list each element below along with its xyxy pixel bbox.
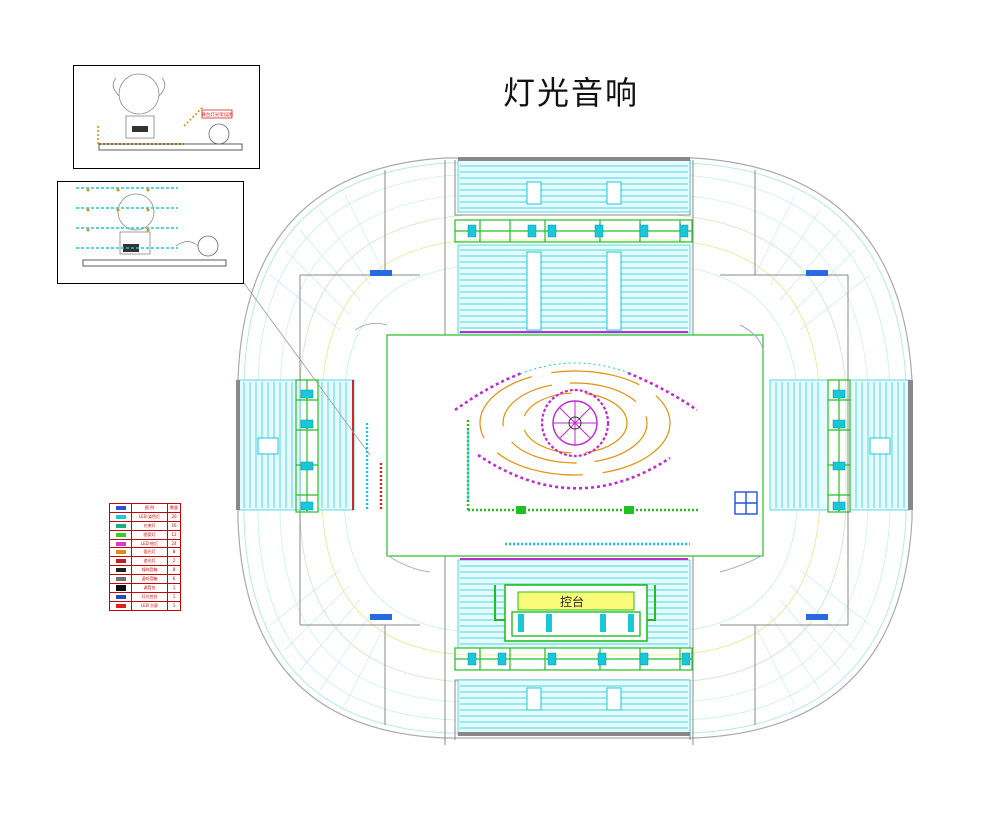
south-magenta-line bbox=[460, 558, 688, 560]
legend-text: 线阵音箱 bbox=[132, 566, 168, 575]
stage-fixtures bbox=[516, 506, 634, 514]
legend-row: 面光灯 8 bbox=[110, 548, 180, 558]
stage-curves bbox=[354, 322, 764, 573]
console-label: 控台 bbox=[559, 595, 584, 609]
aisle-blocks bbox=[257, 181, 891, 711]
south-bottom-bar bbox=[458, 732, 690, 736]
legend-symbol-icon bbox=[115, 550, 126, 555]
legend-text: 图 例 bbox=[132, 504, 168, 512]
north-stand bbox=[457, 159, 691, 334]
west-bar bbox=[236, 380, 240, 510]
console-area bbox=[494, 584, 656, 642]
legend-qty: 12 bbox=[171, 531, 177, 537]
legend-text: 追光灯 bbox=[132, 557, 168, 566]
inset-truss-elevation bbox=[57, 181, 244, 284]
legend-qty: 1 bbox=[172, 593, 176, 599]
legend-qty: 8 bbox=[172, 567, 176, 573]
legend-row: 灯光控台 1 bbox=[110, 592, 180, 602]
legend-text: 灯光控台 bbox=[132, 592, 168, 601]
east-truss bbox=[827, 379, 851, 513]
legend-qty: 8 bbox=[172, 549, 176, 555]
west-rods bbox=[365, 423, 383, 510]
legend-qty: 1 bbox=[172, 585, 176, 591]
legend-qty: 20 bbox=[171, 513, 177, 519]
legend-qty: 数量 bbox=[170, 505, 178, 510]
legend-symbol-icon bbox=[115, 514, 126, 519]
north-magenta-line bbox=[460, 331, 688, 333]
legend-row: 调音台 1 bbox=[110, 584, 180, 593]
north-top-bar bbox=[458, 157, 690, 161]
legend-qty: 16 bbox=[171, 522, 177, 528]
west-truss bbox=[295, 379, 319, 513]
legend-qty: 1 bbox=[172, 602, 176, 608]
legend-symbol-icon bbox=[115, 505, 126, 510]
page-title: 灯光音响 bbox=[502, 74, 639, 112]
legend-text: LED 染色灯 bbox=[132, 512, 168, 521]
legend-text: 调音台 bbox=[132, 584, 168, 592]
legend-symbol-icon bbox=[115, 523, 126, 528]
north-truss bbox=[454, 219, 693, 243]
legend-symbol-icon bbox=[115, 532, 126, 537]
legend-symbol-icon bbox=[115, 594, 126, 599]
legend-text: LED 帕灯 bbox=[132, 539, 168, 548]
legend-qty: 24 bbox=[171, 540, 177, 546]
leader-line bbox=[243, 282, 371, 456]
blue-markers bbox=[370, 270, 828, 620]
legend-qty: 6 bbox=[172, 576, 176, 582]
truss-fixtures bbox=[300, 224, 846, 666]
legend-text: 返听音箱 bbox=[132, 575, 168, 584]
corner-seating bbox=[269, 194, 871, 706]
legend-qty: 2 bbox=[172, 558, 176, 564]
legend-text: 光束灯 bbox=[132, 521, 168, 530]
legend-text: LED 大屏 bbox=[132, 601, 168, 611]
legend-symbol-icon bbox=[115, 559, 126, 564]
legend-row: 线阵音箱 8 bbox=[110, 566, 180, 576]
east-bar bbox=[908, 380, 913, 510]
inset-top-drawing: 舞台灯光架设图 bbox=[97, 73, 243, 151]
legend-row: 返听音箱 6 bbox=[110, 575, 180, 585]
legend-row: 图 例数量 bbox=[110, 504, 180, 513]
east-stand bbox=[769, 379, 911, 511]
legend-row: 追光灯 2 bbox=[110, 557, 180, 567]
inset-mid-drawing bbox=[76, 187, 227, 267]
south-truss bbox=[454, 647, 693, 671]
legend-text: 图案灯 bbox=[132, 530, 168, 539]
legend-symbol-icon bbox=[115, 577, 126, 582]
inset-stage-elevation: 舞台灯光架设图 bbox=[73, 65, 260, 169]
legend-symbol-icon bbox=[115, 604, 126, 609]
west-red-line bbox=[352, 380, 354, 510]
legend-row: LED 大屏 1 bbox=[110, 601, 180, 611]
legend-symbol-icon bbox=[115, 568, 126, 573]
inset-top-label: 舞台灯光架设图 bbox=[201, 111, 233, 118]
stage-box bbox=[734, 491, 758, 515]
legend-symbol-icon bbox=[115, 584, 126, 591]
legend-symbol-icon bbox=[115, 541, 126, 546]
legend-text: 面光灯 bbox=[132, 548, 168, 557]
